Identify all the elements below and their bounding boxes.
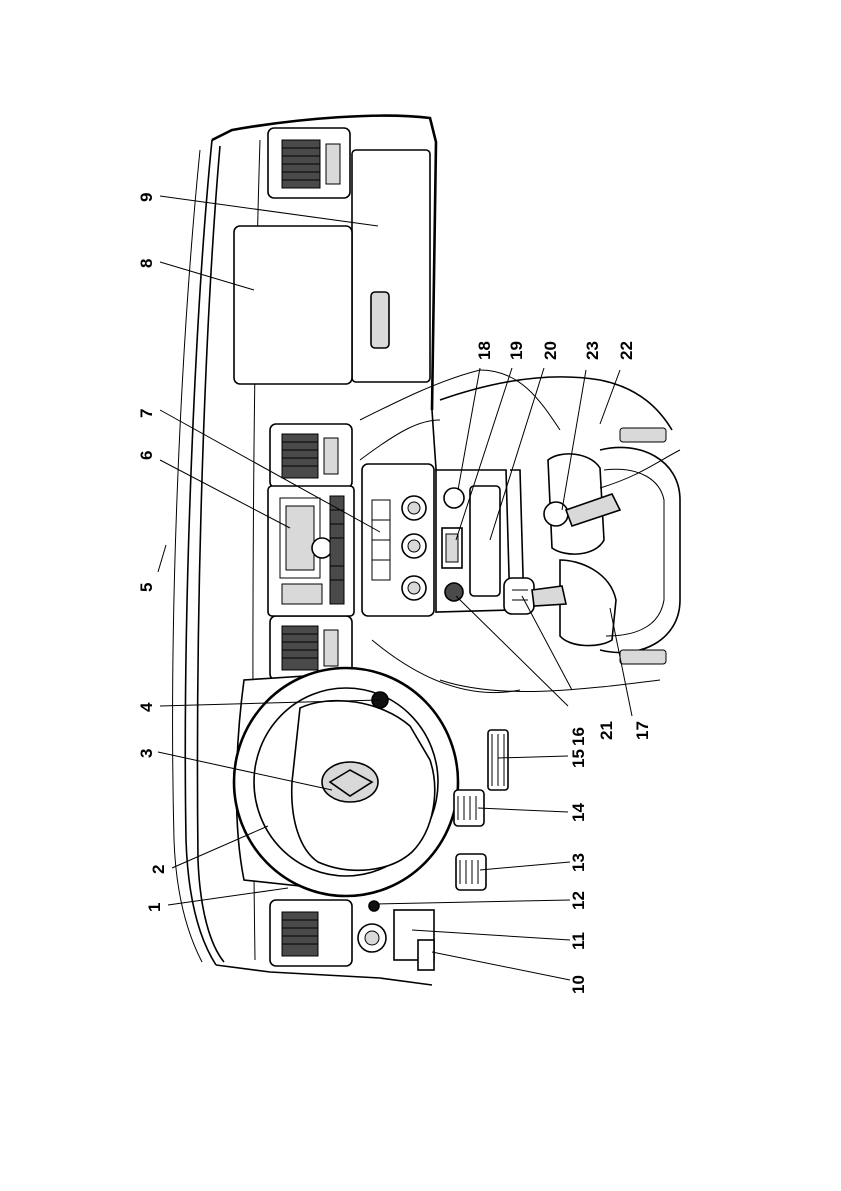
gear-shift-lever: [504, 560, 616, 646]
transfer-case-lever: [544, 450, 680, 554]
callout-2: 2: [149, 865, 168, 874]
callout-5: 5: [137, 583, 156, 592]
callout-17: 17: [633, 721, 652, 740]
callout-3: 3: [137, 749, 156, 758]
ignition-and-switches: [270, 900, 434, 970]
callout-14: 14: [569, 803, 588, 822]
leader-5: [158, 545, 166, 572]
leader-1: [168, 888, 288, 905]
leader-12: [376, 900, 570, 904]
callout-13: 13: [569, 853, 588, 872]
callout-22: 22: [617, 341, 636, 360]
pedals: [454, 730, 508, 890]
callout-4: 4: [137, 702, 156, 712]
center-upper-vent: [270, 424, 352, 488]
steering-wheel: [234, 668, 458, 896]
callout-6: 6: [137, 451, 156, 460]
callout-19: 19: [507, 341, 526, 360]
leader-9: [160, 196, 378, 226]
callout-23: 23: [583, 341, 602, 360]
leader-14: [478, 808, 568, 812]
leader-13: [480, 862, 570, 870]
leader-22: [600, 370, 620, 424]
callout-20: 20: [541, 341, 560, 360]
callout-16: 16: [569, 727, 588, 746]
callout-8: 8: [137, 259, 156, 268]
callout-21: 21: [597, 721, 616, 740]
leader-11: [412, 930, 570, 940]
callout-11: 11: [569, 932, 588, 950]
callout-18: 18: [475, 341, 494, 360]
callout-12: 12: [569, 891, 588, 910]
leader-20: [490, 368, 544, 540]
right-air-vent: [268, 128, 350, 198]
callout-7: 7: [137, 409, 156, 418]
callout-10: 10: [569, 975, 588, 994]
audio-head-unit: [268, 486, 354, 616]
callout-15: 15: [569, 749, 588, 768]
leader-10: [432, 952, 570, 980]
callout-1: 1: [145, 903, 164, 912]
callout-9: 9: [137, 193, 156, 202]
climate-control-panel: [362, 464, 434, 616]
